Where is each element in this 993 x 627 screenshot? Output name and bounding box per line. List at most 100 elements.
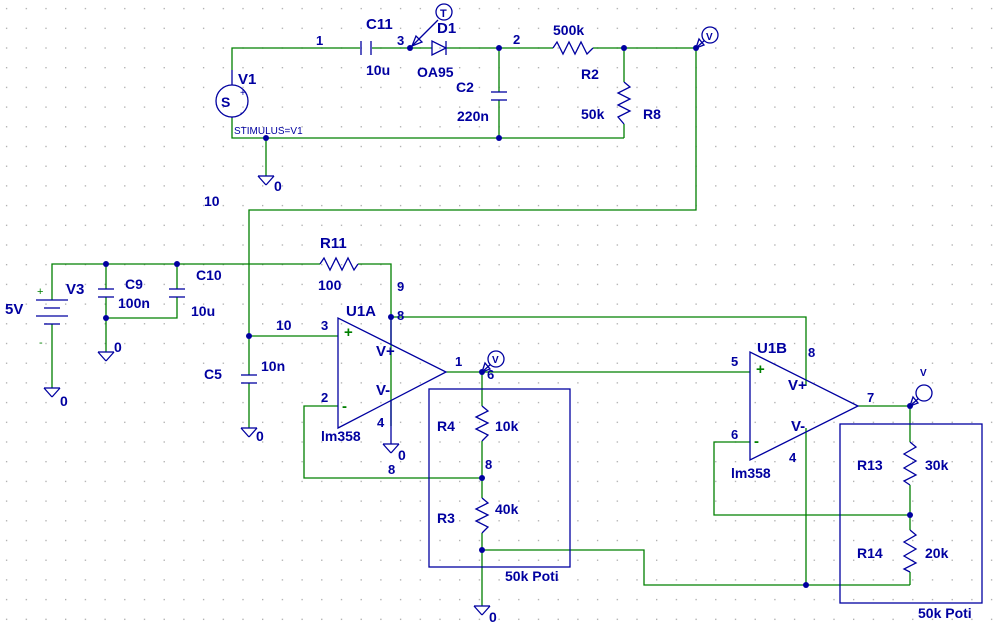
r8-resistor[interactable] bbox=[616, 81, 632, 125]
gnd-label-3: 0 bbox=[114, 339, 122, 355]
c5-name: C5 bbox=[204, 366, 222, 382]
net-8-mid-label: 8 bbox=[485, 457, 492, 472]
u1a-vplus: V+ bbox=[376, 343, 395, 360]
v3-plus: + bbox=[37, 286, 43, 298]
net-2-label: 2 bbox=[513, 32, 520, 47]
probe-label-2: V bbox=[492, 355, 499, 366]
u1a-pin-8: 8 bbox=[397, 308, 404, 323]
r2-name: R2 bbox=[581, 66, 599, 82]
c9-value: 100n bbox=[118, 295, 150, 311]
u1b-vminus: V- bbox=[791, 418, 805, 435]
poti-box-1 bbox=[428, 388, 571, 568]
parts bbox=[36, 3, 983, 604]
c11-value: 10u bbox=[366, 62, 390, 78]
u1b-plus: + bbox=[756, 361, 765, 378]
v1-minus: - bbox=[240, 108, 243, 119]
c2-name: C2 bbox=[456, 79, 474, 95]
r11-value: 100 bbox=[318, 277, 342, 293]
v3-name: V3 bbox=[66, 281, 84, 298]
r4-name: R4 bbox=[437, 418, 455, 434]
u1b-pin-8: 8 bbox=[808, 345, 815, 360]
gnd-label-4: 0 bbox=[256, 428, 264, 444]
u1a-pin-1: 1 bbox=[455, 354, 462, 369]
v1-plus: + bbox=[240, 88, 246, 99]
net-1-label: 1 bbox=[316, 33, 323, 48]
u1b-opamp[interactable] bbox=[749, 350, 860, 462]
u1b-pin-6: 6 bbox=[731, 427, 738, 442]
probe-label-3: V bbox=[920, 368, 927, 379]
c11-capacitor[interactable] bbox=[360, 41, 372, 55]
junctions bbox=[103, 45, 913, 588]
r3-resistor[interactable] bbox=[474, 497, 490, 534]
r4-value: 10k bbox=[495, 418, 519, 434]
u1a-minus: - bbox=[342, 398, 347, 415]
r14-name: R14 bbox=[857, 545, 883, 561]
r14-resistor[interactable] bbox=[902, 529, 918, 573]
u1b-vplus: V+ bbox=[788, 377, 807, 394]
u1b-pin-5: 5 bbox=[731, 354, 738, 369]
d1-value: OA95 bbox=[417, 64, 454, 80]
c11-name: C11 bbox=[366, 16, 393, 33]
net-8-feedback-label: 8 bbox=[388, 462, 395, 477]
v3-value: 5V bbox=[5, 301, 23, 318]
c5-capacitor[interactable] bbox=[241, 374, 257, 384]
r3-value: 40k bbox=[495, 501, 519, 517]
net-3-label: 3 bbox=[397, 33, 404, 48]
net-9-label: 9 bbox=[397, 279, 404, 294]
temperature-marker-icon bbox=[410, 3, 453, 48]
u1a-pin-3: 3 bbox=[321, 318, 328, 333]
d1-name: D1 bbox=[437, 20, 456, 37]
poti-label-1: 50k Poti bbox=[505, 568, 559, 584]
c10-value: 10u bbox=[191, 303, 215, 319]
u1a-model: lm358 bbox=[321, 428, 361, 444]
r14-value: 20k bbox=[925, 545, 949, 561]
r2-resistor[interactable] bbox=[552, 40, 594, 56]
wires bbox=[51, 47, 911, 606]
net-10-label-b: 10 bbox=[276, 317, 292, 333]
u1a-vminus: V- bbox=[376, 382, 390, 399]
v1-name: V1 bbox=[238, 71, 256, 88]
r3-name: R3 bbox=[437, 510, 455, 526]
t-marker-label: T bbox=[440, 8, 447, 20]
u1b-pin-7: 7 bbox=[867, 390, 874, 405]
r11-name: R11 bbox=[320, 235, 347, 252]
c9-capacitor[interactable] bbox=[98, 288, 114, 298]
c5-value: 10n bbox=[261, 358, 285, 374]
c2-value: 220n bbox=[457, 108, 489, 124]
net-6-label: 6 bbox=[487, 367, 494, 382]
r8-name: R8 bbox=[643, 106, 661, 122]
net-10-label-a: 10 bbox=[204, 193, 220, 209]
u1b-pin-4: 4 bbox=[789, 450, 797, 465]
poti-label-2: 50k Poti bbox=[918, 605, 972, 621]
r8-value: 50k bbox=[581, 106, 605, 122]
r13-resistor[interactable] bbox=[902, 441, 918, 486]
gnd-label-1: 0 bbox=[274, 178, 282, 194]
r2-value: 500k bbox=[553, 22, 584, 38]
c10-name: C10 bbox=[196, 267, 222, 283]
u1a-pin-4: 4 bbox=[377, 415, 385, 430]
r4-resistor[interactable] bbox=[474, 405, 490, 442]
u1b-name: U1B bbox=[757, 340, 787, 357]
u1a-opamp[interactable] bbox=[337, 316, 448, 444]
c9-name: C9 bbox=[125, 276, 143, 292]
u1a-name: U1A bbox=[346, 303, 376, 320]
c10-capacitor[interactable] bbox=[169, 288, 185, 298]
probe-label-1: V bbox=[706, 32, 713, 43]
gnd-label-2: 0 bbox=[60, 393, 68, 409]
v1-symbol: S bbox=[221, 94, 230, 110]
u1b-minus: - bbox=[754, 433, 759, 450]
gnd-label-5: 0 bbox=[398, 447, 406, 463]
u1a-pin-2: 2 bbox=[321, 390, 328, 405]
v3-battery[interactable] bbox=[36, 299, 68, 325]
gnd-label-6: 0 bbox=[489, 609, 497, 625]
u1b-model: lm358 bbox=[731, 465, 771, 481]
r13-name: R13 bbox=[857, 457, 883, 473]
u1a-plus: + bbox=[344, 324, 353, 341]
c2-capacitor[interactable] bbox=[491, 91, 507, 101]
r11-resistor[interactable] bbox=[319, 256, 359, 272]
stimulus-label: STIMULUS=V1 bbox=[234, 126, 303, 137]
d1-diode[interactable] bbox=[431, 39, 448, 57]
v3-minus: - bbox=[39, 337, 43, 349]
